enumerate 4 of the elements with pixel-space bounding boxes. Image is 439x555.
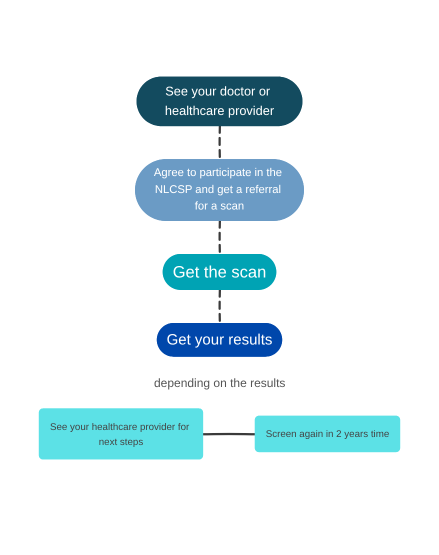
- connector: [202, 433, 257, 436]
- note-text: depending on the results: [154, 376, 286, 390]
- connector: [218, 220, 221, 256]
- connector: [218, 288, 221, 325]
